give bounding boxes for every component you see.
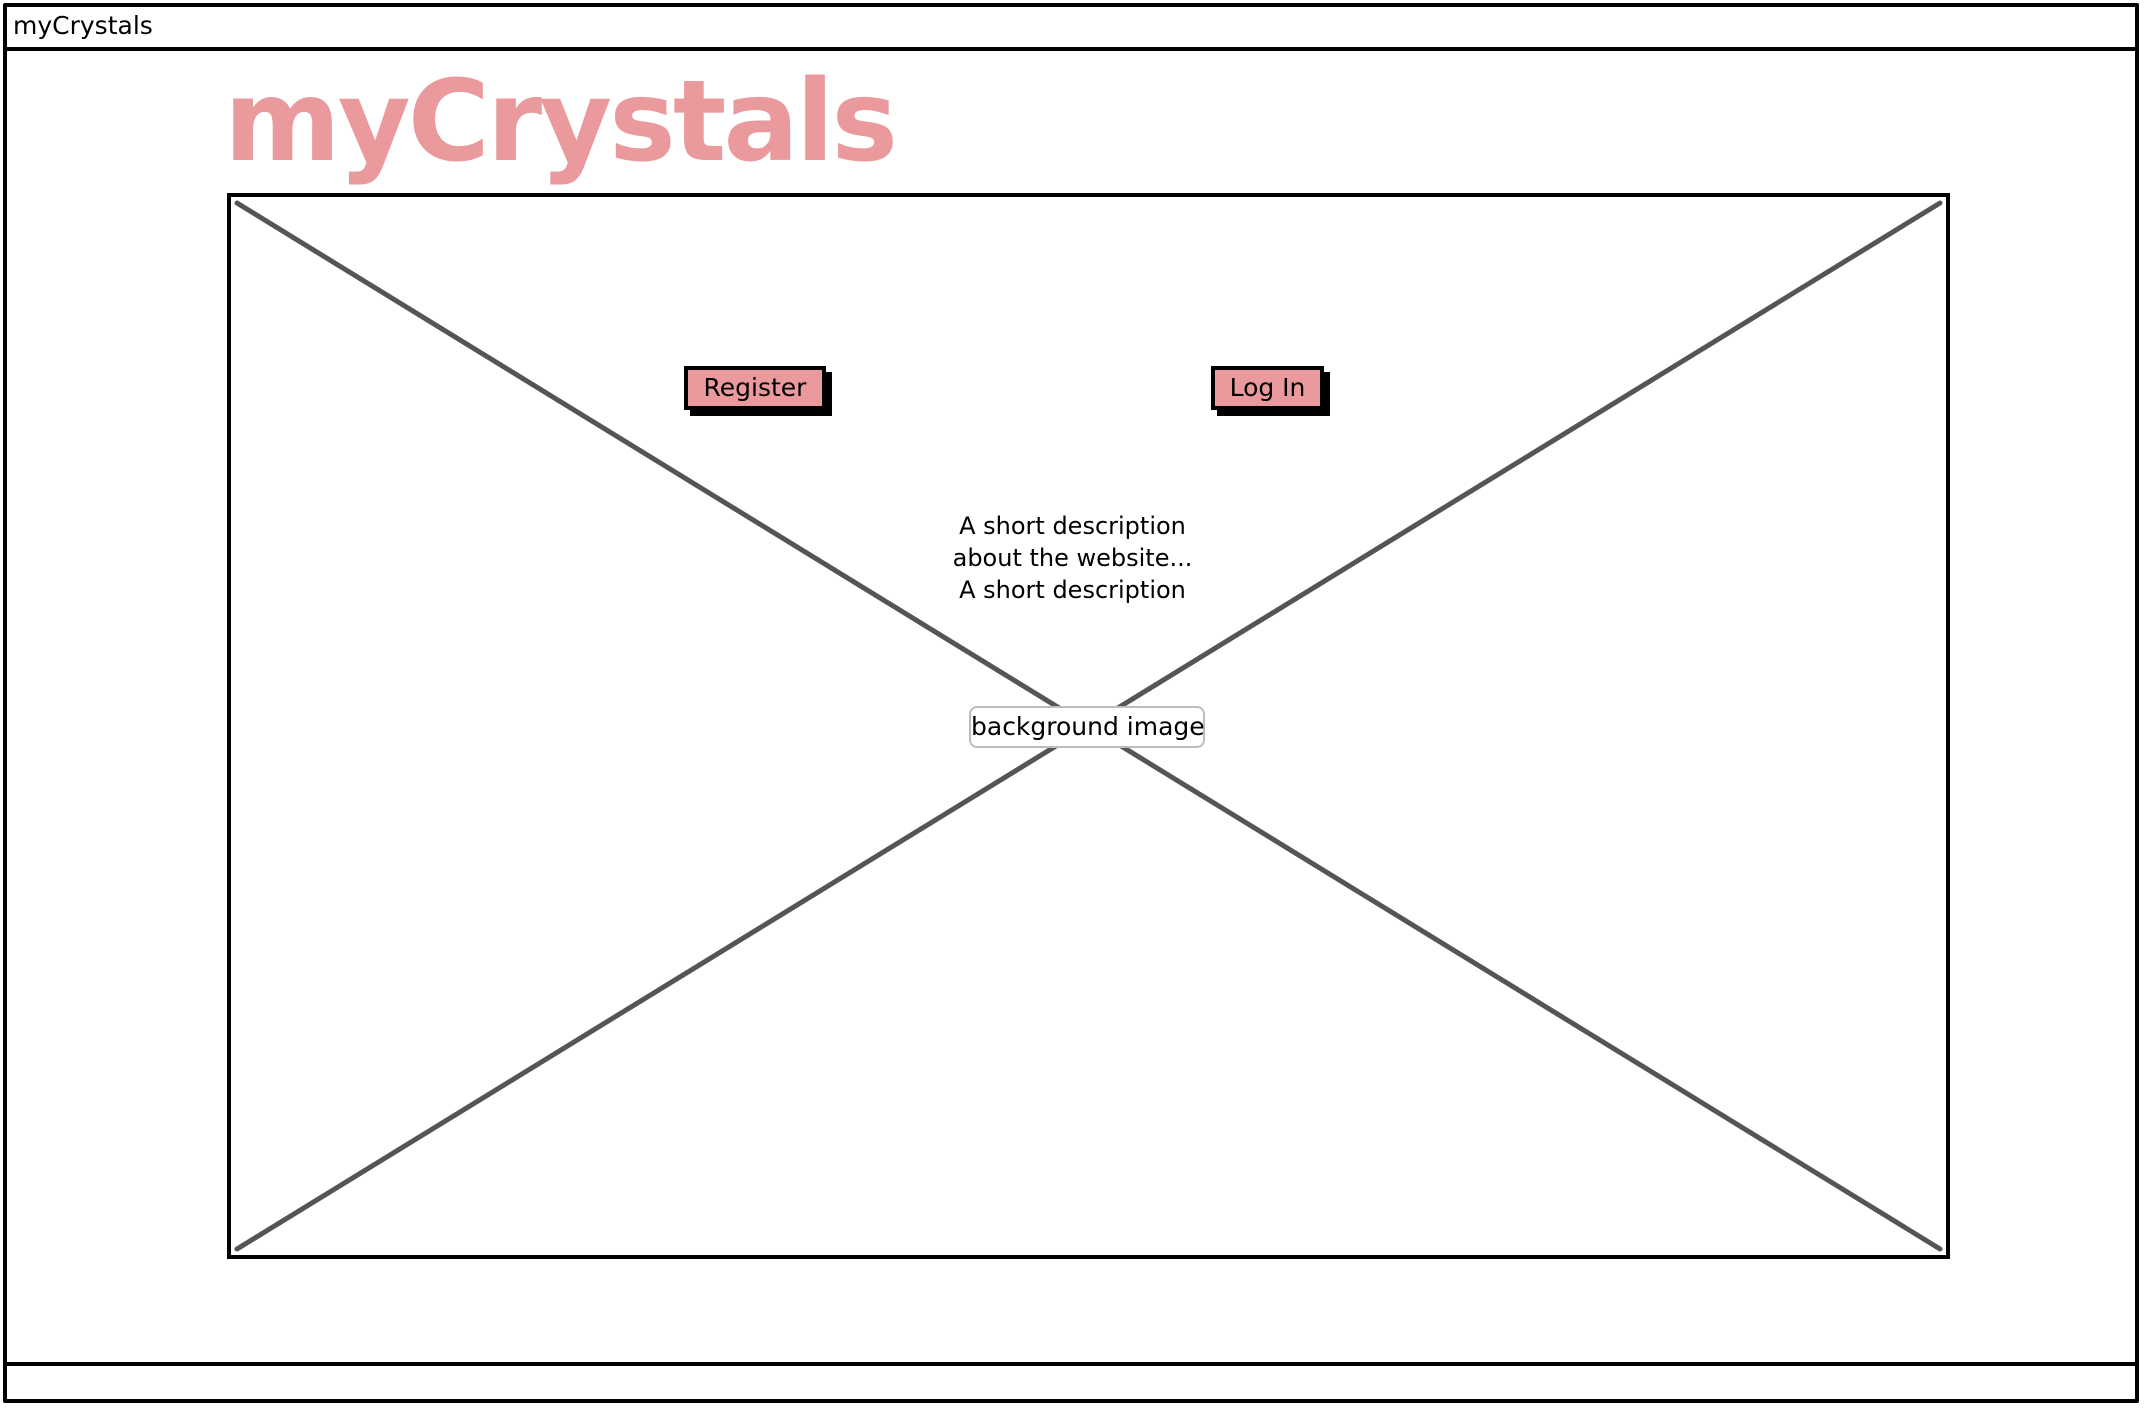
description-line: A short description: [959, 512, 1186, 540]
register-button[interactable]: Register: [684, 366, 826, 410]
site-description: A short description about the website...…: [950, 510, 1195, 606]
login-button[interactable]: Log In: [1211, 366, 1324, 410]
window-titlebar: myCrystals: [3, 3, 2139, 51]
description-line: A short description: [959, 576, 1186, 604]
hero-image-placeholder: [227, 193, 1950, 1259]
description-line: about the website...: [952, 544, 1193, 572]
footer-divider: [3, 1362, 2139, 1366]
browser-window-frame: [3, 3, 2139, 1403]
window-title: myCrystals: [13, 11, 153, 40]
background-image-label: background image: [969, 706, 1205, 748]
site-logo: myCrystals: [224, 57, 898, 187]
